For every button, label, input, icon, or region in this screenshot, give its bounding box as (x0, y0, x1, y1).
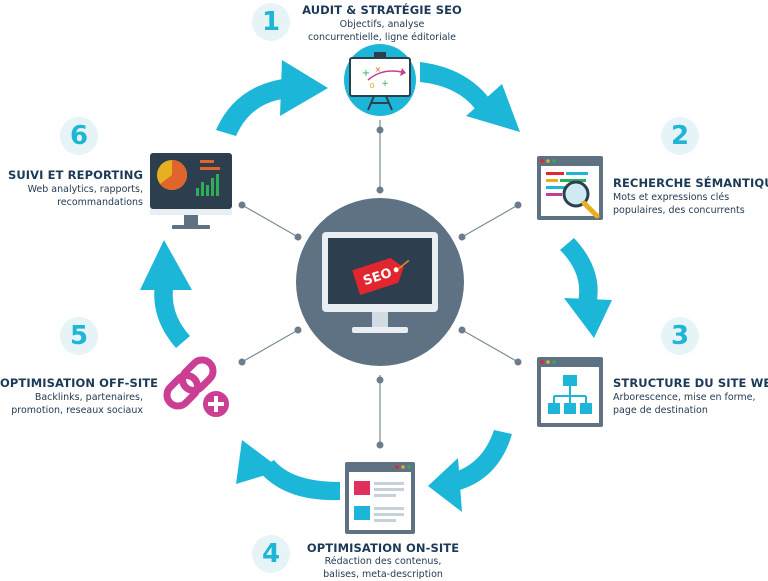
arrow-4-to-5 (236, 440, 340, 501)
svg-text:+: + (381, 79, 389, 89)
step-3-block: STRUCTURE DU SITE WEB Arborescence, mise… (613, 376, 768, 417)
connector-dot (376, 376, 384, 384)
step-6-title: SUIVI ET REPORTING (7, 168, 143, 182)
connector-dots (238, 126, 522, 449)
step-number-3: 3 (661, 317, 699, 355)
browser-magnifier-icon (537, 156, 603, 220)
step-1-block: AUDIT & STRATÉGIE SEO Objectifs, analyse… (296, 3, 468, 44)
connector-dot (294, 233, 302, 241)
step-4-title: OPTIMISATION ON-SITE (306, 541, 460, 555)
svg-text:×: × (375, 65, 382, 74)
monitor-base (352, 327, 408, 333)
step-6-block: SUIVI ET REPORTING Web analytics, rappor… (0, 168, 143, 209)
step-6-desc-line-2: recommandations (57, 197, 143, 208)
connector-dot (376, 441, 384, 449)
connector-dot (458, 233, 466, 241)
seo-tag-icon: SEO (352, 258, 410, 296)
whiteboard-strategy-icon: + × o + (344, 44, 416, 116)
arrow-3-to-4 (428, 430, 512, 512)
step-3-title: STRUCTURE DU SITE WEB (613, 376, 768, 390)
arrow-6-to-1 (216, 60, 328, 136)
center-seo-icon: SEO (296, 198, 464, 366)
step-5-desc-line-1: Backlinks, partenaires, (34, 392, 143, 403)
sitemap-tree-icon (537, 357, 603, 427)
step-number-4: 4 (252, 535, 290, 573)
connector-dot (238, 358, 246, 366)
connector-dot (514, 201, 522, 209)
step-4-block: OPTIMISATION ON-SITE Rédaction des conte… (298, 541, 468, 581)
connector-line-top-left (241, 204, 299, 238)
connector-dot (376, 126, 384, 134)
step-4-desc-line-1: Rédaction des contenus, (324, 556, 442, 567)
step-1-desc-line-2: concurrentielle, ligne éditoriale (307, 32, 457, 43)
step-3-desc-line-1: Arborescence, mise en forme, (613, 392, 756, 403)
connector-line-bottom-left (241, 329, 299, 363)
step-1-title: AUDIT & STRATÉGIE SEO (302, 3, 462, 17)
step-4-desc-line-2: balises, meta-description (323, 569, 443, 580)
step-2-block: RECHERCHE SÉMANTIQUE Mots et expressions… (613, 176, 768, 217)
step-number-1: 1 (252, 3, 290, 41)
analytics-monitor-icon (150, 153, 232, 229)
arrow-5-to-6 (140, 240, 192, 348)
arrow-1-to-2 (420, 62, 520, 132)
connector-dot (514, 358, 522, 366)
step-number-5: 5 (60, 317, 98, 355)
step-5-title: OPTIMISATION OFF-SITE (0, 376, 159, 390)
svg-text:o: o (369, 81, 375, 91)
connector-line-top-right (461, 204, 519, 238)
svg-text:+: + (362, 68, 370, 79)
step-2-desc-line-2: populaires, des concurrents (613, 205, 745, 216)
connector-dot (238, 201, 246, 209)
content-page-icon (345, 462, 415, 534)
connector-dot (376, 186, 384, 194)
monitor-neck (372, 312, 388, 328)
step-5-desc-line-2: promotion, reseaux sociaux (11, 405, 143, 416)
step-2-desc-line-1: Mots et expressions clés (613, 192, 730, 203)
step-5-block: OPTIMISATION OFF-SITE Backlinks, partena… (0, 376, 159, 417)
connector-dot (294, 326, 302, 334)
connector-line-bottom-right (461, 329, 519, 363)
step-number-2: 2 (661, 117, 699, 155)
step-1-desc-line-1: Objectifs, analyse (339, 19, 425, 30)
cycle-arrows (140, 60, 612, 512)
step-3-desc-line-2: page de destination (613, 405, 708, 416)
link-plus-icon (163, 356, 231, 419)
connector-dot (458, 326, 466, 334)
step-2-title: RECHERCHE SÉMANTIQUE (613, 176, 768, 190)
connector-lines (241, 120, 519, 445)
step-number-6: 6 (60, 117, 98, 155)
arrow-2-to-3 (560, 238, 612, 338)
step-6-desc-line-1: Web analytics, rapports, (27, 184, 143, 195)
